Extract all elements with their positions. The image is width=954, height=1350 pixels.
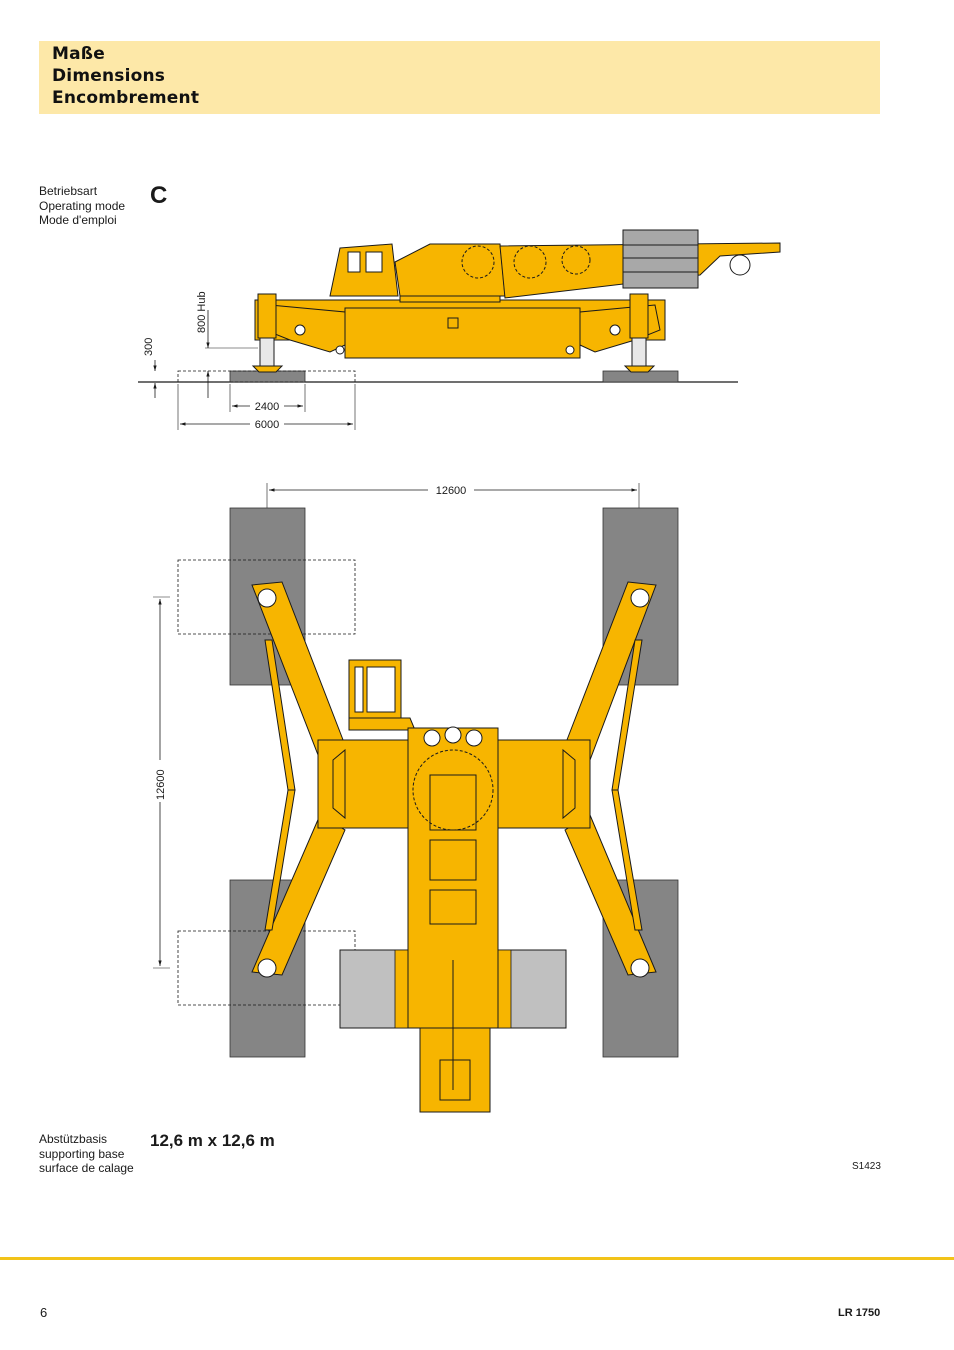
dim-pad-label: 2400: [255, 401, 279, 413]
operating-mode-label-de: Betriebsart: [39, 184, 98, 198]
dim-width-label: 12600: [436, 485, 467, 497]
top-view: 12600 12600: [153, 483, 679, 1113]
title-de: Maße: [52, 44, 105, 64]
side-pad-right: [602, 370, 679, 383]
page-number: 6: [40, 1305, 48, 1320]
top-outrigger-arms: [251, 581, 657, 978]
supporting-base-label: Abstützbasis supporting base surface de …: [39, 1132, 134, 1176]
supporting-base-label-fr: surface de calage: [39, 1161, 134, 1175]
top-pad-dashed-front: [177, 559, 356, 635]
side-crane-body: [251, 229, 781, 373]
operating-mode-value: C: [150, 182, 168, 209]
operating-mode-label-fr: Mode d'emploi: [39, 213, 117, 227]
drawing-code: S1423: [852, 1161, 881, 1172]
operating-mode-label-en: Operating mode: [39, 198, 126, 213]
title-en: Dimensions: [52, 66, 166, 86]
operating-mode-label: Betriebsart Operating mode Mode d'emploi: [39, 184, 125, 228]
footer-rule: [0, 1257, 954, 1260]
header-band: Maße Dimensions Encombrement: [39, 41, 880, 114]
side-pad-left: [229, 370, 306, 383]
side-view: 800 Hub 300 2400 6000: [138, 229, 781, 431]
model-name: LR 1750: [838, 1307, 881, 1319]
top-carbody: [317, 739, 591, 829]
supporting-base-label-de: Abstützbasis: [39, 1132, 108, 1146]
top-superstructure: [407, 726, 499, 1113]
dim-height-label: 300: [143, 338, 155, 356]
top-cab: [348, 659, 416, 731]
side-pad-dashed: [177, 370, 356, 383]
title-fr: Encombrement: [52, 88, 200, 108]
dim-depth-label: 12600: [155, 769, 167, 800]
dim-reach-label: 6000: [255, 419, 279, 431]
supporting-base-label-en: supporting base: [39, 1146, 125, 1161]
top-pad-dashed-rear: [177, 930, 356, 1006]
supporting-base-value: 12,6 m x 12,6 m: [150, 1131, 275, 1150]
dim-stroke-label: 800 Hub: [196, 291, 208, 333]
